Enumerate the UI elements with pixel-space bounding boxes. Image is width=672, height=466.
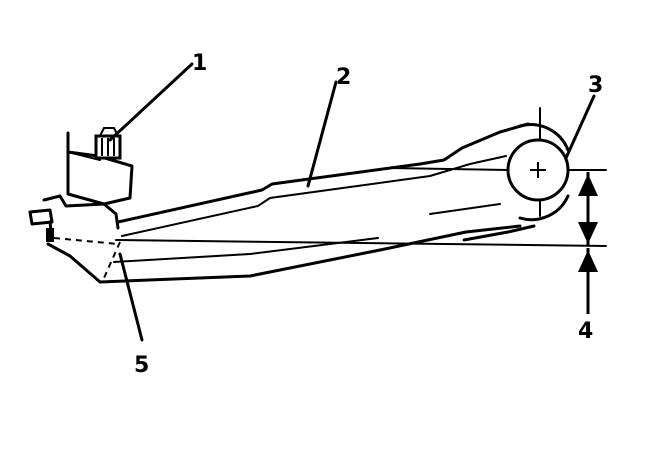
reference-lines [115, 167, 607, 247]
boot-clip-icon [46, 228, 54, 242]
steering-knuckle [28, 131, 134, 242]
arrow-up-lower-icon [578, 250, 598, 272]
arrow-up-icon [578, 174, 598, 196]
leader-lines [108, 62, 596, 342]
callout-3: 3 [588, 73, 603, 98]
height-dimension [578, 172, 598, 314]
leader-3 [564, 94, 596, 160]
leader-1 [108, 62, 194, 142]
leader-5 [118, 252, 144, 342]
arrow-down-icon [578, 222, 598, 244]
ball-joint-nut [94, 127, 122, 160]
lower-control-arm [46, 122, 536, 284]
callout-4: 4 [578, 319, 593, 344]
callout-2: 2 [336, 65, 351, 90]
pivot-bushing [506, 107, 570, 222]
callout-5: 5 [134, 353, 149, 378]
callout-1: 1 [192, 51, 207, 76]
leader-2 [306, 80, 338, 188]
